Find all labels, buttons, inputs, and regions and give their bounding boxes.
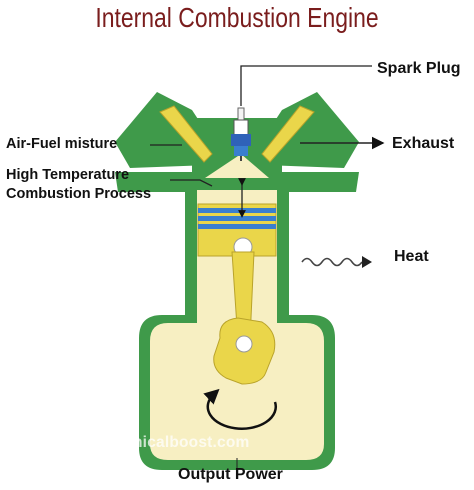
cylinder-head (115, 92, 359, 192)
piston (197, 203, 277, 257)
intake-port (159, 105, 213, 163)
exhaust-port (261, 105, 315, 163)
combustion-dome (205, 154, 269, 178)
exhaust-label: Exhaust (392, 135, 455, 152)
air-fuel-label: Air-Fuel misture (6, 136, 118, 152)
spark-plug-label: Spark Plug (377, 60, 461, 77)
rotation-arrow (203, 388, 277, 430)
high-temp-leader (170, 179, 213, 187)
heat-wave (301, 257, 363, 267)
spark-plug (231, 107, 251, 161)
high-temp-label-line2: Combustion Process (6, 186, 152, 202)
spark-plug-leader (240, 65, 372, 106)
diagram-title: Internal Combustion Engine (95, 2, 379, 33)
heat-label: Heat (394, 248, 429, 265)
high-temp-label-line1: High Temperature (6, 167, 130, 183)
watermark: ©2021mechanicalboost.com (36, 434, 250, 451)
high-temp-label: High Temperature Combustion Process (6, 166, 151, 204)
heat-arrowhead (362, 256, 372, 268)
output-power-label: Output Power (178, 466, 283, 483)
